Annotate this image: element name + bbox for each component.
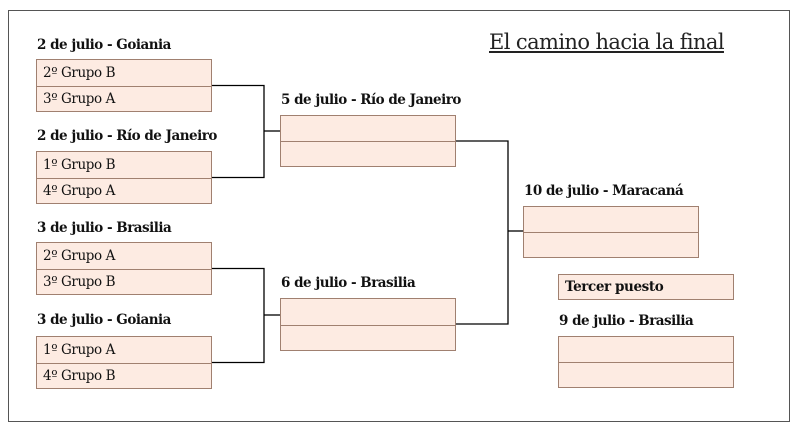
sf1-match-box: [280, 115, 456, 167]
qf3-label: 3 de julio - Brasilia: [37, 220, 172, 236]
bracket-frame: [8, 10, 790, 422]
qf4-team1: 1º Grupo A: [43, 341, 115, 358]
qf3-team1: 2º Grupo A: [43, 247, 115, 264]
qf2-team1: 1º Grupo B: [43, 156, 116, 173]
qf4-team2: 4º Grupo B: [37, 362, 211, 389]
qf3-team2: 3º Grupo B: [37, 268, 211, 295]
qf2-match-box: 1º Grupo B 4º Grupo A: [36, 151, 212, 204]
qf3-match-box: 2º Grupo A 3º Grupo B: [36, 242, 212, 295]
connector-sf-to-final: [456, 140, 509, 325]
sf2-match-box: [280, 298, 456, 351]
third-place-label: 9 de julio - Brasilia: [559, 313, 694, 329]
final-match-box: [523, 206, 699, 258]
third-place-team2: [559, 362, 733, 387]
connector-qf1-qf2-to-sf1: [212, 84, 265, 179]
qf4-label: 3 de julio - Goiania: [37, 312, 171, 328]
qf2-label: 2 de julio - Río de Janeiro: [37, 128, 217, 144]
qf1-label: 2 de julio - Goiania: [37, 37, 171, 53]
sf2-label: 6 de julio - Brasilia: [281, 275, 416, 291]
qf1-match-box: 2º Grupo B 3º Grupo A: [36, 59, 212, 112]
bracket-title: El camino hacia la final: [489, 30, 725, 54]
qf1-team2: 3º Grupo A: [37, 85, 211, 112]
final-label: 10 de julio - Maracaná: [524, 183, 684, 199]
connector-qf3-qf4-to-sf2: [212, 267, 265, 364]
third-place-match-box: [558, 336, 734, 388]
sf2-team2: [281, 324, 455, 351]
qf4-match-box: 1º Grupo A 4º Grupo B: [36, 336, 212, 389]
sf1-label: 5 de julio - Río de Janeiro: [281, 92, 461, 108]
sf1-team2: [281, 141, 455, 166]
qf1-team1: 2º Grupo B: [43, 64, 116, 81]
final-team2: [524, 232, 698, 257]
qf2-team2: 4º Grupo A: [37, 177, 211, 204]
third-place-heading: Tercer puesto: [558, 274, 734, 300]
